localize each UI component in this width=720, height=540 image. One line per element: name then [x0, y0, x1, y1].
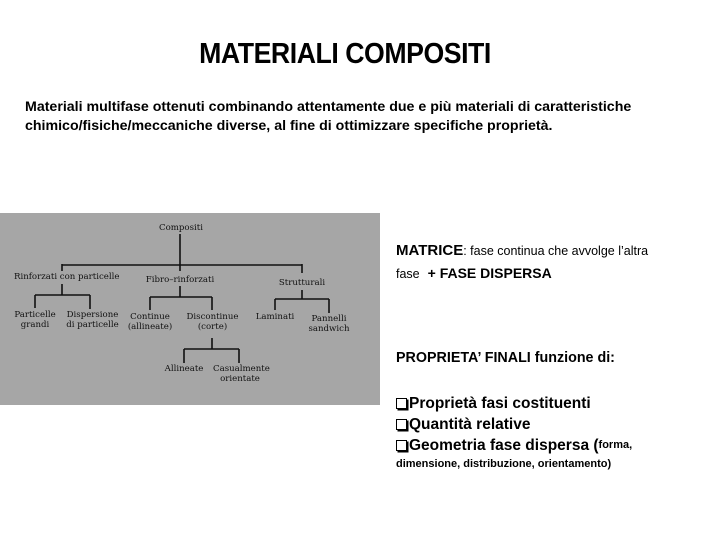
node-strutturali: Strutturali	[278, 278, 326, 288]
node-allineate: Allineate	[164, 364, 204, 374]
list-item: Geometria fase dispersa (forma,	[396, 435, 716, 456]
node-laminati: Laminati	[255, 312, 295, 322]
list-item-continuation: dimensione, distribuzione, orientamento)	[396, 458, 612, 470]
proprieta-list: Proprietà fasi costituenti Quantità rela…	[396, 393, 716, 471]
node-dispersione-particelle: Dispersione di particelle	[66, 310, 119, 330]
list-item: Proprietà fasi costituenti	[396, 393, 716, 414]
intro-line-1: Materiali multifase ottenuti combinando …	[25, 99, 632, 115]
proprieta-heading: PROPRIETA’ FINALI funzione di:	[396, 350, 615, 366]
matrice-label: MATRICE	[396, 242, 464, 259]
composites-classification-diagram: Compositi Rinforzati con particelle Fibr…	[0, 213, 380, 405]
fase-dispersa-label: + FASE DISPERSA	[427, 265, 552, 281]
node-discontinue: Discontinue (corte)	[186, 312, 239, 332]
matrice-definition: MATRICE: fase continua che avvolge l’alt…	[396, 242, 649, 281]
intro-paragraph: Materiali multifase ottenuti combinando …	[25, 98, 720, 136]
node-continue: Continue (allineate)	[127, 312, 173, 332]
tree-connector-lines	[34, 234, 330, 363]
checkbox-bullet-icon	[396, 440, 407, 451]
list-item: Quantità relative	[396, 414, 716, 435]
node-rinforzati-particelle: Rinforzati con particelle	[14, 272, 120, 282]
node-fibro-rinforzati: Fibro–rinforzati	[145, 275, 215, 285]
checkbox-bullet-icon	[396, 419, 407, 430]
node-pannelli-sandwich: Pannelli sandwich	[308, 314, 350, 334]
slide-title: MATERIALI COMPOSITI	[199, 38, 491, 70]
node-compositi: Compositi	[159, 223, 203, 233]
node-casualmente-orientate: Casualmente orientate	[213, 364, 270, 384]
node-particelle-grandi: Particelle grandi	[14, 310, 56, 330]
matrice-description: fase continua che avvolge l’altra	[466, 244, 649, 258]
intro-line-2: chimico/fisiche/meccaniche diverse, al f…	[25, 118, 553, 134]
checkbox-bullet-icon	[396, 398, 407, 409]
